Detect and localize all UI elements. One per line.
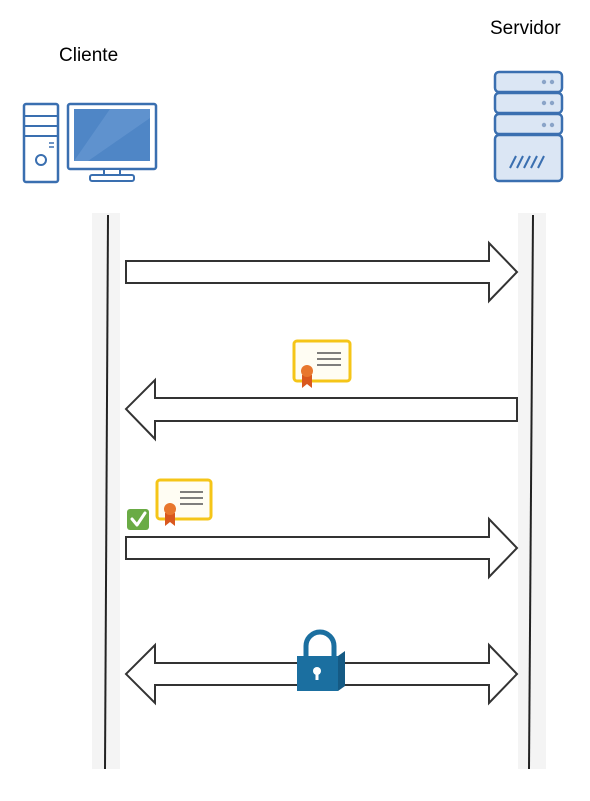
client-lifeline <box>104 214 109 770</box>
verified-certificate-icon <box>127 478 213 530</box>
server-label: Servidor <box>490 18 561 39</box>
arrow-client-to-server-2 <box>125 516 519 580</box>
padlock-icon <box>297 629 345 691</box>
client-label: Cliente <box>59 45 119 66</box>
server-lifeline <box>528 214 534 770</box>
arrow-server-to-client <box>124 377 518 442</box>
desktop-computer-icon <box>22 102 158 184</box>
certificate-icon <box>292 339 352 388</box>
server-rack-icon <box>493 70 564 183</box>
arrow-client-to-server-1 <box>125 240 519 304</box>
